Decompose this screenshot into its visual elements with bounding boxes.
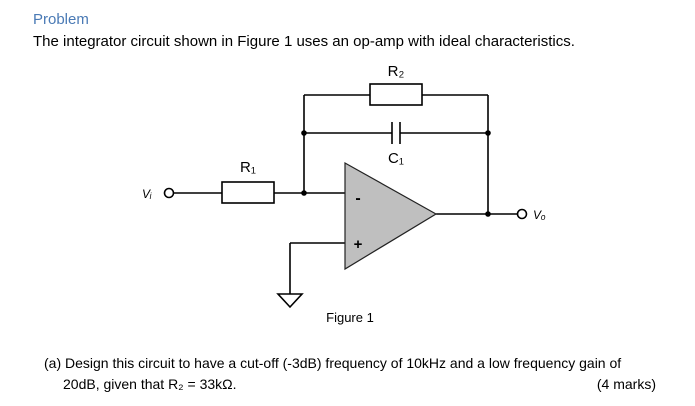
junction-node [485, 211, 491, 217]
vi-label: Vᵢ [142, 187, 152, 201]
vo-label: Vₒ [533, 208, 546, 222]
vo-terminal [516, 208, 528, 220]
junction-node [301, 130, 307, 136]
question-marks: (4 marks) [596, 376, 656, 392]
r2-label: R₂ [388, 63, 405, 80]
question-line-1: (a) Design this circuit to have a cut-of… [44, 353, 656, 374]
op-amp-triangle [344, 161, 438, 271]
figure-caption: Figure 1 [326, 310, 374, 325]
vi-terminal [163, 187, 175, 199]
question-text-line2: 20dB, given that R₂ = 33kΩ. [63, 376, 237, 392]
resistor-r1 [221, 181, 275, 204]
ground-symbol [276, 293, 304, 309]
r1-label: R₁ [240, 159, 256, 176]
noninverting-sign: + [354, 236, 363, 253]
resistor-r2 [369, 83, 423, 106]
question-text-line1: Design this circuit to have a cut-off (-… [65, 355, 622, 371]
question-part-label: (a) [44, 355, 62, 371]
question-a: (a) Design this circuit to have a cut-of… [44, 353, 656, 395]
inverting-sign: - [355, 190, 360, 207]
junction-node [301, 190, 307, 196]
junction-node [485, 130, 491, 136]
question-line-2: 20dB, given that R₂ = 33kΩ. (4 marks) [44, 374, 656, 395]
c1-label: C₁ [388, 150, 404, 167]
problem-heading: Problem [33, 11, 89, 28]
problem-intro: The integrator circuit shown in Figure 1… [33, 33, 575, 50]
